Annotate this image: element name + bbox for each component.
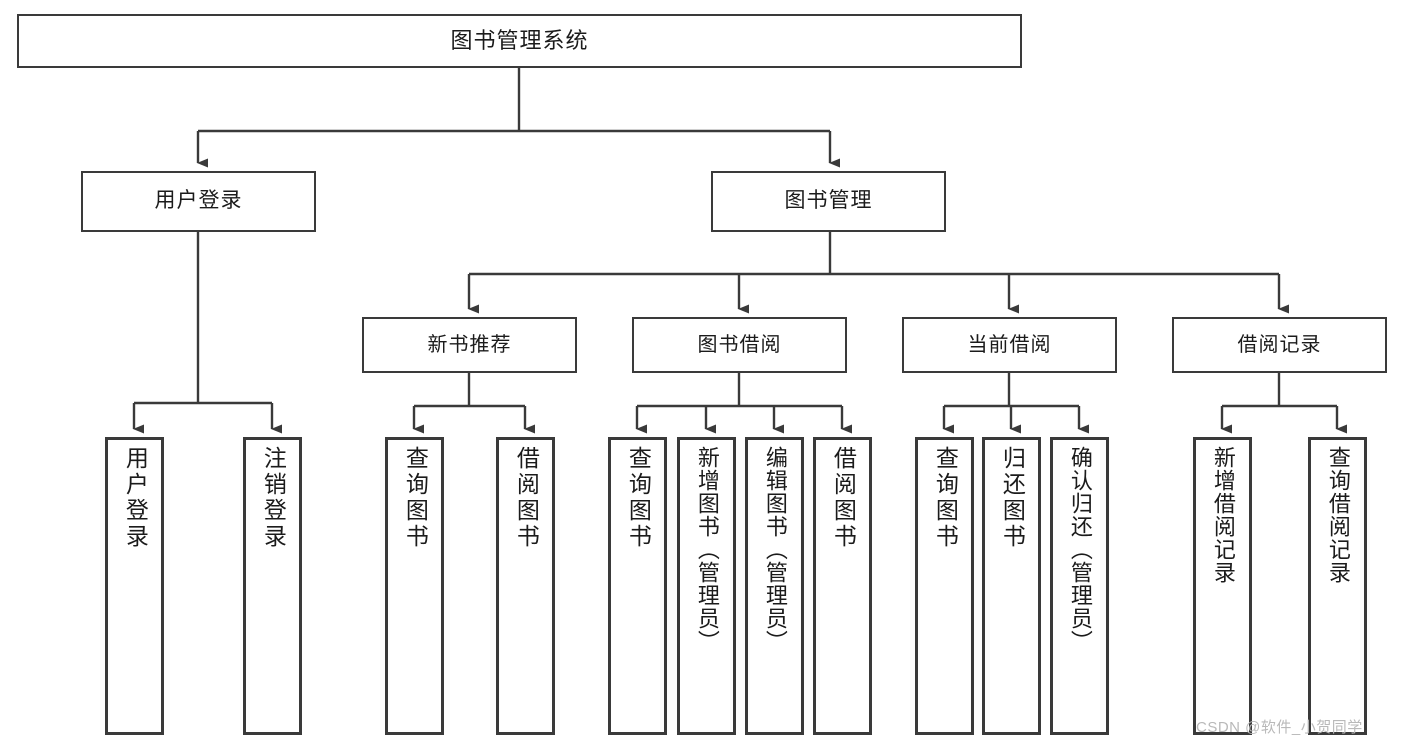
node-label: 借阅图书 xyxy=(513,446,540,550)
node-label: 查询图书 xyxy=(402,446,429,550)
leaf-book-borrow-edit-book-admin[interactable]: 编辑图书（管理员） xyxy=(745,437,804,735)
leaf-book-borrow-borrow-book[interactable]: 借阅图书 xyxy=(813,437,872,735)
leaf-book-borrow-query-book[interactable]: 查询图书 xyxy=(608,437,667,735)
leaf-book-borrow-add-book-admin[interactable]: 新增图书（管理员） xyxy=(677,437,736,735)
node-label: 用户登录 xyxy=(154,189,243,213)
leaf-user-login-logout[interactable]: 注销登录 xyxy=(243,437,302,735)
leaf-current-borrow-confirm-return-admin[interactable]: 确认归还（管理员） xyxy=(1050,437,1109,735)
watermark-text: CSDN @软件_小贺同学 xyxy=(1196,719,1363,736)
leaf-borrow-record-add-record[interactable]: 新增借阅记录 xyxy=(1193,437,1252,735)
node-label: 新增图书（管理员） xyxy=(694,446,720,653)
node-label: 借阅记录 xyxy=(1237,333,1322,356)
node-book-borrow[interactable]: 图书借阅 xyxy=(632,317,847,373)
node-label: 确认归还（管理员） xyxy=(1067,446,1093,653)
node-label: 用户登录 xyxy=(122,446,149,550)
node-label: 编辑图书（管理员） xyxy=(762,446,788,653)
node-current-borrow[interactable]: 当前借阅 xyxy=(902,317,1117,373)
node-user-login[interactable]: 用户登录 xyxy=(81,171,316,232)
node-label: 查询借阅记录 xyxy=(1325,446,1351,584)
node-label: 新书推荐 xyxy=(427,333,512,356)
leaf-new-book-borrow-book[interactable]: 借阅图书 xyxy=(496,437,555,735)
leaf-current-borrow-return-book[interactable]: 归还图书 xyxy=(982,437,1041,735)
node-label: 当前借阅 xyxy=(967,333,1052,356)
node-label: 查询图书 xyxy=(932,446,959,550)
node-label: 新增借阅记录 xyxy=(1210,446,1236,584)
node-label: 图书管理 xyxy=(784,189,873,213)
node-label: 图书借阅 xyxy=(697,333,782,356)
node-label: 查询图书 xyxy=(625,446,652,550)
node-label: 图书管理系统 xyxy=(450,28,589,54)
node-label: 注销登录 xyxy=(260,446,287,550)
leaf-new-book-query-book[interactable]: 查询图书 xyxy=(385,437,444,735)
node-borrow-record[interactable]: 借阅记录 xyxy=(1172,317,1387,373)
leaf-user-login-login[interactable]: 用户登录 xyxy=(105,437,164,735)
node-label: 归还图书 xyxy=(999,446,1026,550)
node-root-book-management-system[interactable]: 图书管理系统 xyxy=(17,14,1022,68)
leaf-current-borrow-query-book[interactable]: 查询图书 xyxy=(915,437,974,735)
node-book-management[interactable]: 图书管理 xyxy=(711,171,946,232)
leaf-borrow-record-query-record[interactable]: 查询借阅记录 xyxy=(1308,437,1367,735)
node-label: 借阅图书 xyxy=(830,446,857,550)
node-new-book-recommend[interactable]: 新书推荐 xyxy=(362,317,577,373)
